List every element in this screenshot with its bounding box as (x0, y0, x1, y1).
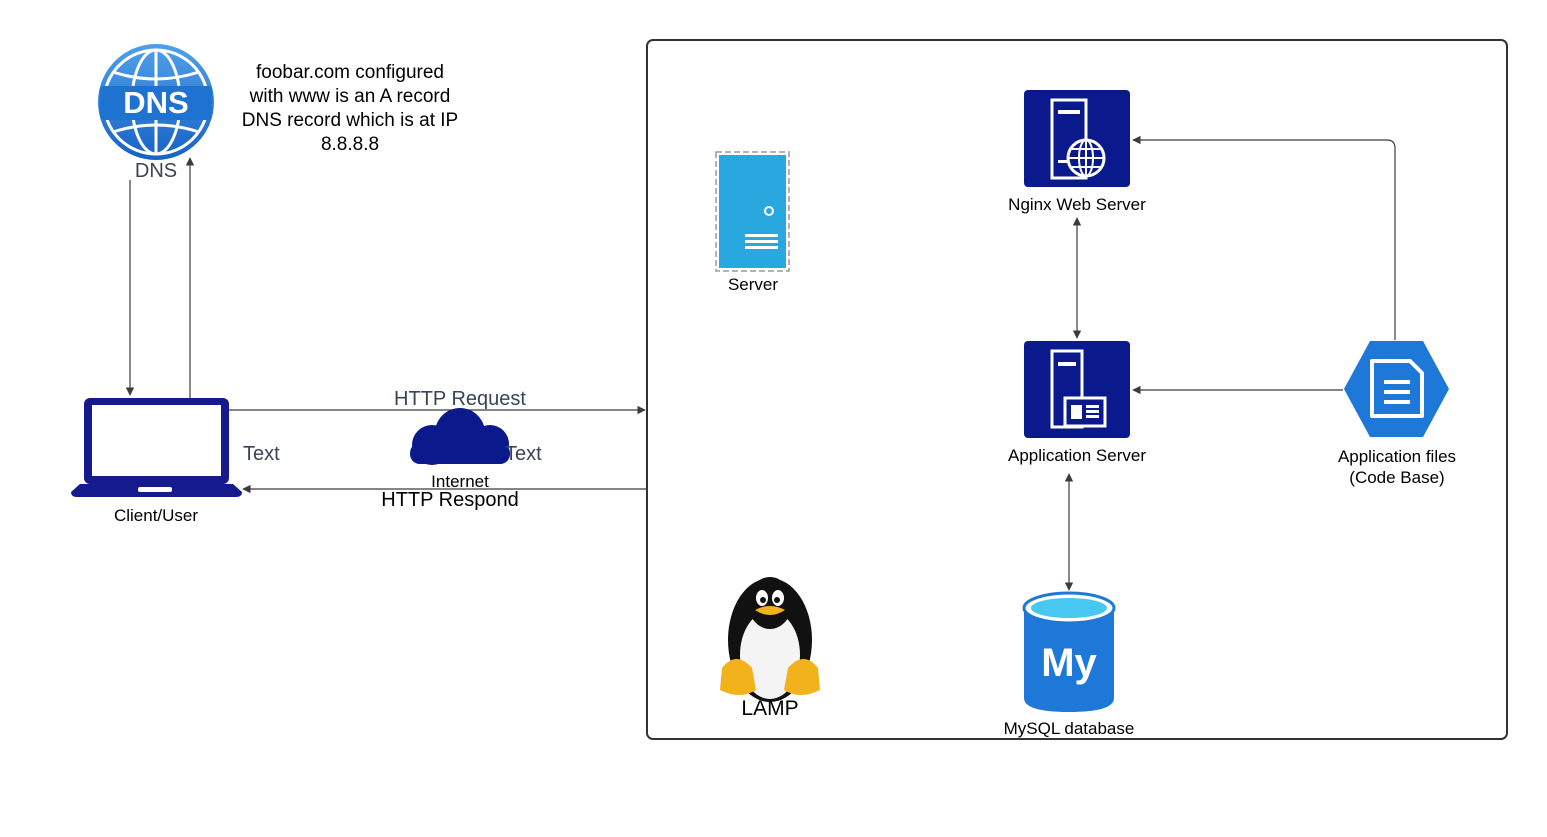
server-label: Server (727, 275, 779, 294)
application-files-line-1: Application files (1337, 447, 1457, 466)
lamp-label: LAMP (741, 697, 799, 720)
client-text-placeholder: Text (243, 443, 280, 465)
dns-note-line-3: DNS record which is at IP (241, 110, 459, 131)
mysql-label: MySQL database (1003, 719, 1135, 738)
dns-record-note: foobar.com configured with www is an A r… (220, 61, 480, 157)
dns-icon-text: DNS (123, 85, 188, 120)
application-files-label: Application files (Code Base) (1317, 446, 1477, 488)
server-boundary-box (646, 39, 1508, 740)
server-icon (715, 151, 790, 272)
http-request-label: HTTP Request (394, 388, 526, 410)
nginx-label: Nginx Web Server (1008, 195, 1146, 214)
connectors (125, 135, 1396, 591)
dns-note-line-1: foobar.com configured (255, 62, 444, 83)
mysql-icon-text: My (1041, 641, 1097, 685)
dns-label: DNS (134, 160, 178, 182)
http-respond-label: HTTP Respond (381, 489, 519, 511)
application-files-line-2: (Code Base) (1349, 468, 1445, 487)
cloud-icon (410, 408, 510, 465)
laptop-icon (71, 398, 242, 497)
document-icon (1344, 341, 1449, 437)
dns-globe-icon: DNS (98, 44, 214, 160)
internet-label: Internet (431, 472, 489, 491)
client-label: Client/User (113, 506, 199, 525)
application-server-label: Application Server (1008, 446, 1146, 465)
application-server-icon (1024, 341, 1130, 438)
files-to-nginx-arrow (1132, 135, 1396, 340)
dns-note-line-2: with www is an A record (249, 86, 451, 107)
dns-note-line-4: 8.8.8.8 (320, 134, 380, 155)
internet-text-placeholder: Text (505, 443, 542, 465)
web-server-icon (1024, 90, 1130, 187)
tux-penguin-icon (720, 577, 820, 702)
mysql-database-icon: My (1022, 591, 1116, 712)
